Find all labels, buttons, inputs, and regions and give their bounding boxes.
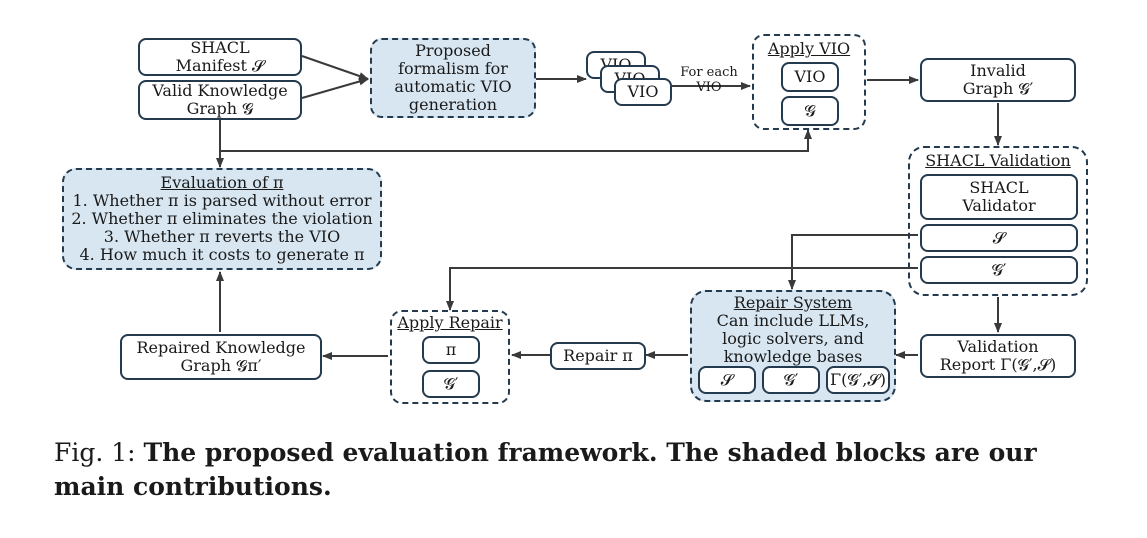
evaluation-item-3: 3. Whether π reverts the VIO: [103, 227, 341, 246]
vio-stack-front-label: VIO: [627, 82, 659, 101]
repair-system-line2: logic solvers, and: [722, 329, 864, 348]
evaluation-item-4: 4. How much it costs to generate π: [79, 245, 365, 264]
shacl-validator-box: SHACL Validator: [920, 174, 1078, 220]
apply-vio-vio-label: VIO: [794, 67, 826, 86]
apply-repair-pi-label: π: [445, 340, 457, 359]
connectors: [216, 55, 1002, 360]
validation-report-node: Validation Report Γ(𝓖′,𝓢): [920, 334, 1076, 378]
apply-vio-g-label: 𝓖: [804, 101, 816, 120]
repair-s-box: 𝓢: [698, 366, 756, 394]
evaluation-title: Evaluation of π: [160, 173, 284, 192]
vio-stack-front: VIO: [614, 78, 672, 106]
apply-vio-vio: VIO: [781, 62, 839, 92]
repair-s-label: 𝓢: [720, 370, 734, 389]
report-line1: Validation: [957, 337, 1039, 356]
apply-repair-group: Apply Repair π 𝓖′: [390, 310, 510, 404]
valid-kg-line1: Valid Knowledge: [152, 81, 288, 100]
repair-g-box: 𝓖′: [762, 366, 820, 394]
proposed-line3: automatic VIO: [394, 77, 512, 96]
validation-g-label: 𝓖′: [991, 260, 1007, 279]
repaired-kg-node: Repaired Knowledge Graph 𝓖π′: [120, 334, 322, 380]
shacl-manifest-line1: SHACL: [190, 38, 250, 57]
shacl-validation-group: SHACL Validation SHACL Validator 𝓢 𝓖′: [908, 146, 1088, 296]
arrow-manifest-to-proposed: [301, 55, 369, 80]
repair-pi-label: Repair π: [563, 346, 633, 365]
arrow-s-to-repair: [788, 234, 918, 290]
invalid-graph-node: Invalid Graph 𝓖′: [920, 58, 1076, 102]
for-each-line2: VIO: [696, 80, 722, 95]
repaired-line1: Repaired Knowledge: [136, 338, 306, 357]
report-line2: Report Γ(𝓖′,𝓢): [939, 355, 1057, 374]
caption-bold: The proposed evaluation framework. The s…: [54, 438, 1037, 501]
apply-vio-title: Apply VIO: [767, 39, 851, 58]
repair-gamma-label: Γ(𝓖′,𝓢): [830, 370, 886, 389]
invalid-graph-line2: Graph 𝓖′: [962, 79, 1034, 98]
arrow-kg-to-apply-g: [219, 120, 812, 152]
repaired-line2: Graph 𝓖π′: [180, 356, 262, 375]
repair-system-text: Repair System Can include LLMs, logic so…: [692, 294, 894, 366]
apply-repair-g: 𝓖′: [422, 370, 480, 398]
apply-vio-g: 𝓖: [781, 96, 839, 126]
validation-s-box: 𝓢: [920, 224, 1078, 252]
invalid-graph-line1: Invalid: [970, 61, 1026, 80]
validation-s-label: 𝓢: [992, 228, 1006, 247]
repair-system-line3: knowledge bases: [723, 347, 863, 366]
evaluation-item-1: 1. Whether π is parsed without error: [72, 191, 372, 210]
proposed-line2: formalism for: [398, 59, 508, 78]
for-each-vio-label: For each VIO: [674, 65, 744, 95]
repair-system-group: Repair System Can include LLMs, logic so…: [690, 290, 896, 402]
apply-repair-title: Apply Repair: [397, 313, 503, 332]
figure-caption: Fig. 1: The proposed evaluation framewor…: [54, 436, 1104, 504]
repair-system-line1: Can include LLMs,: [716, 311, 870, 330]
evaluation-node: Evaluation of π 1. Whether π is parsed w…: [62, 168, 382, 270]
proposed-formalism-node: Proposed formalism for automatic VIO gen…: [370, 38, 536, 118]
shacl-manifest-node: SHACL Manifest 𝓢: [138, 38, 302, 76]
repair-pi-node: Repair π: [550, 342, 646, 370]
arrow-kg-to-proposed: [301, 77, 369, 99]
apply-vio-group: Apply VIO VIO 𝓖: [752, 34, 866, 130]
for-each-line1: For each: [680, 65, 738, 80]
apply-repair-pi: π: [422, 336, 480, 364]
shacl-manifest-line2: Manifest 𝓢: [175, 56, 265, 75]
proposed-line1: Proposed: [415, 41, 491, 60]
valid-kg-line2: Graph 𝓖: [186, 99, 254, 118]
apply-repair-g-label: 𝓖′: [443, 374, 459, 393]
arrow-g-to-apply-repair: [446, 267, 918, 311]
validator-line1: SHACL: [969, 178, 1029, 197]
caption-prefix: Fig. 1:: [54, 438, 144, 467]
validator-line2: Validator: [962, 196, 1036, 215]
framework-diagram: SHACL Manifest 𝓢 Valid Knowledge Graph 𝓖…: [62, 34, 1088, 404]
evaluation-item-2: 2. Whether π eliminates the violation: [71, 209, 373, 228]
validation-g-box: 𝓖′: [920, 256, 1078, 284]
repair-system-title: Repair System: [733, 293, 853, 312]
proposed-line4: generation: [408, 95, 498, 114]
repair-g-label: 𝓖′: [783, 370, 799, 389]
repair-gamma-box: Γ(𝓖′,𝓢): [826, 366, 890, 394]
shacl-validation-title: SHACL Validation: [925, 151, 1071, 170]
valid-kg-node: Valid Knowledge Graph 𝓖: [138, 80, 302, 120]
